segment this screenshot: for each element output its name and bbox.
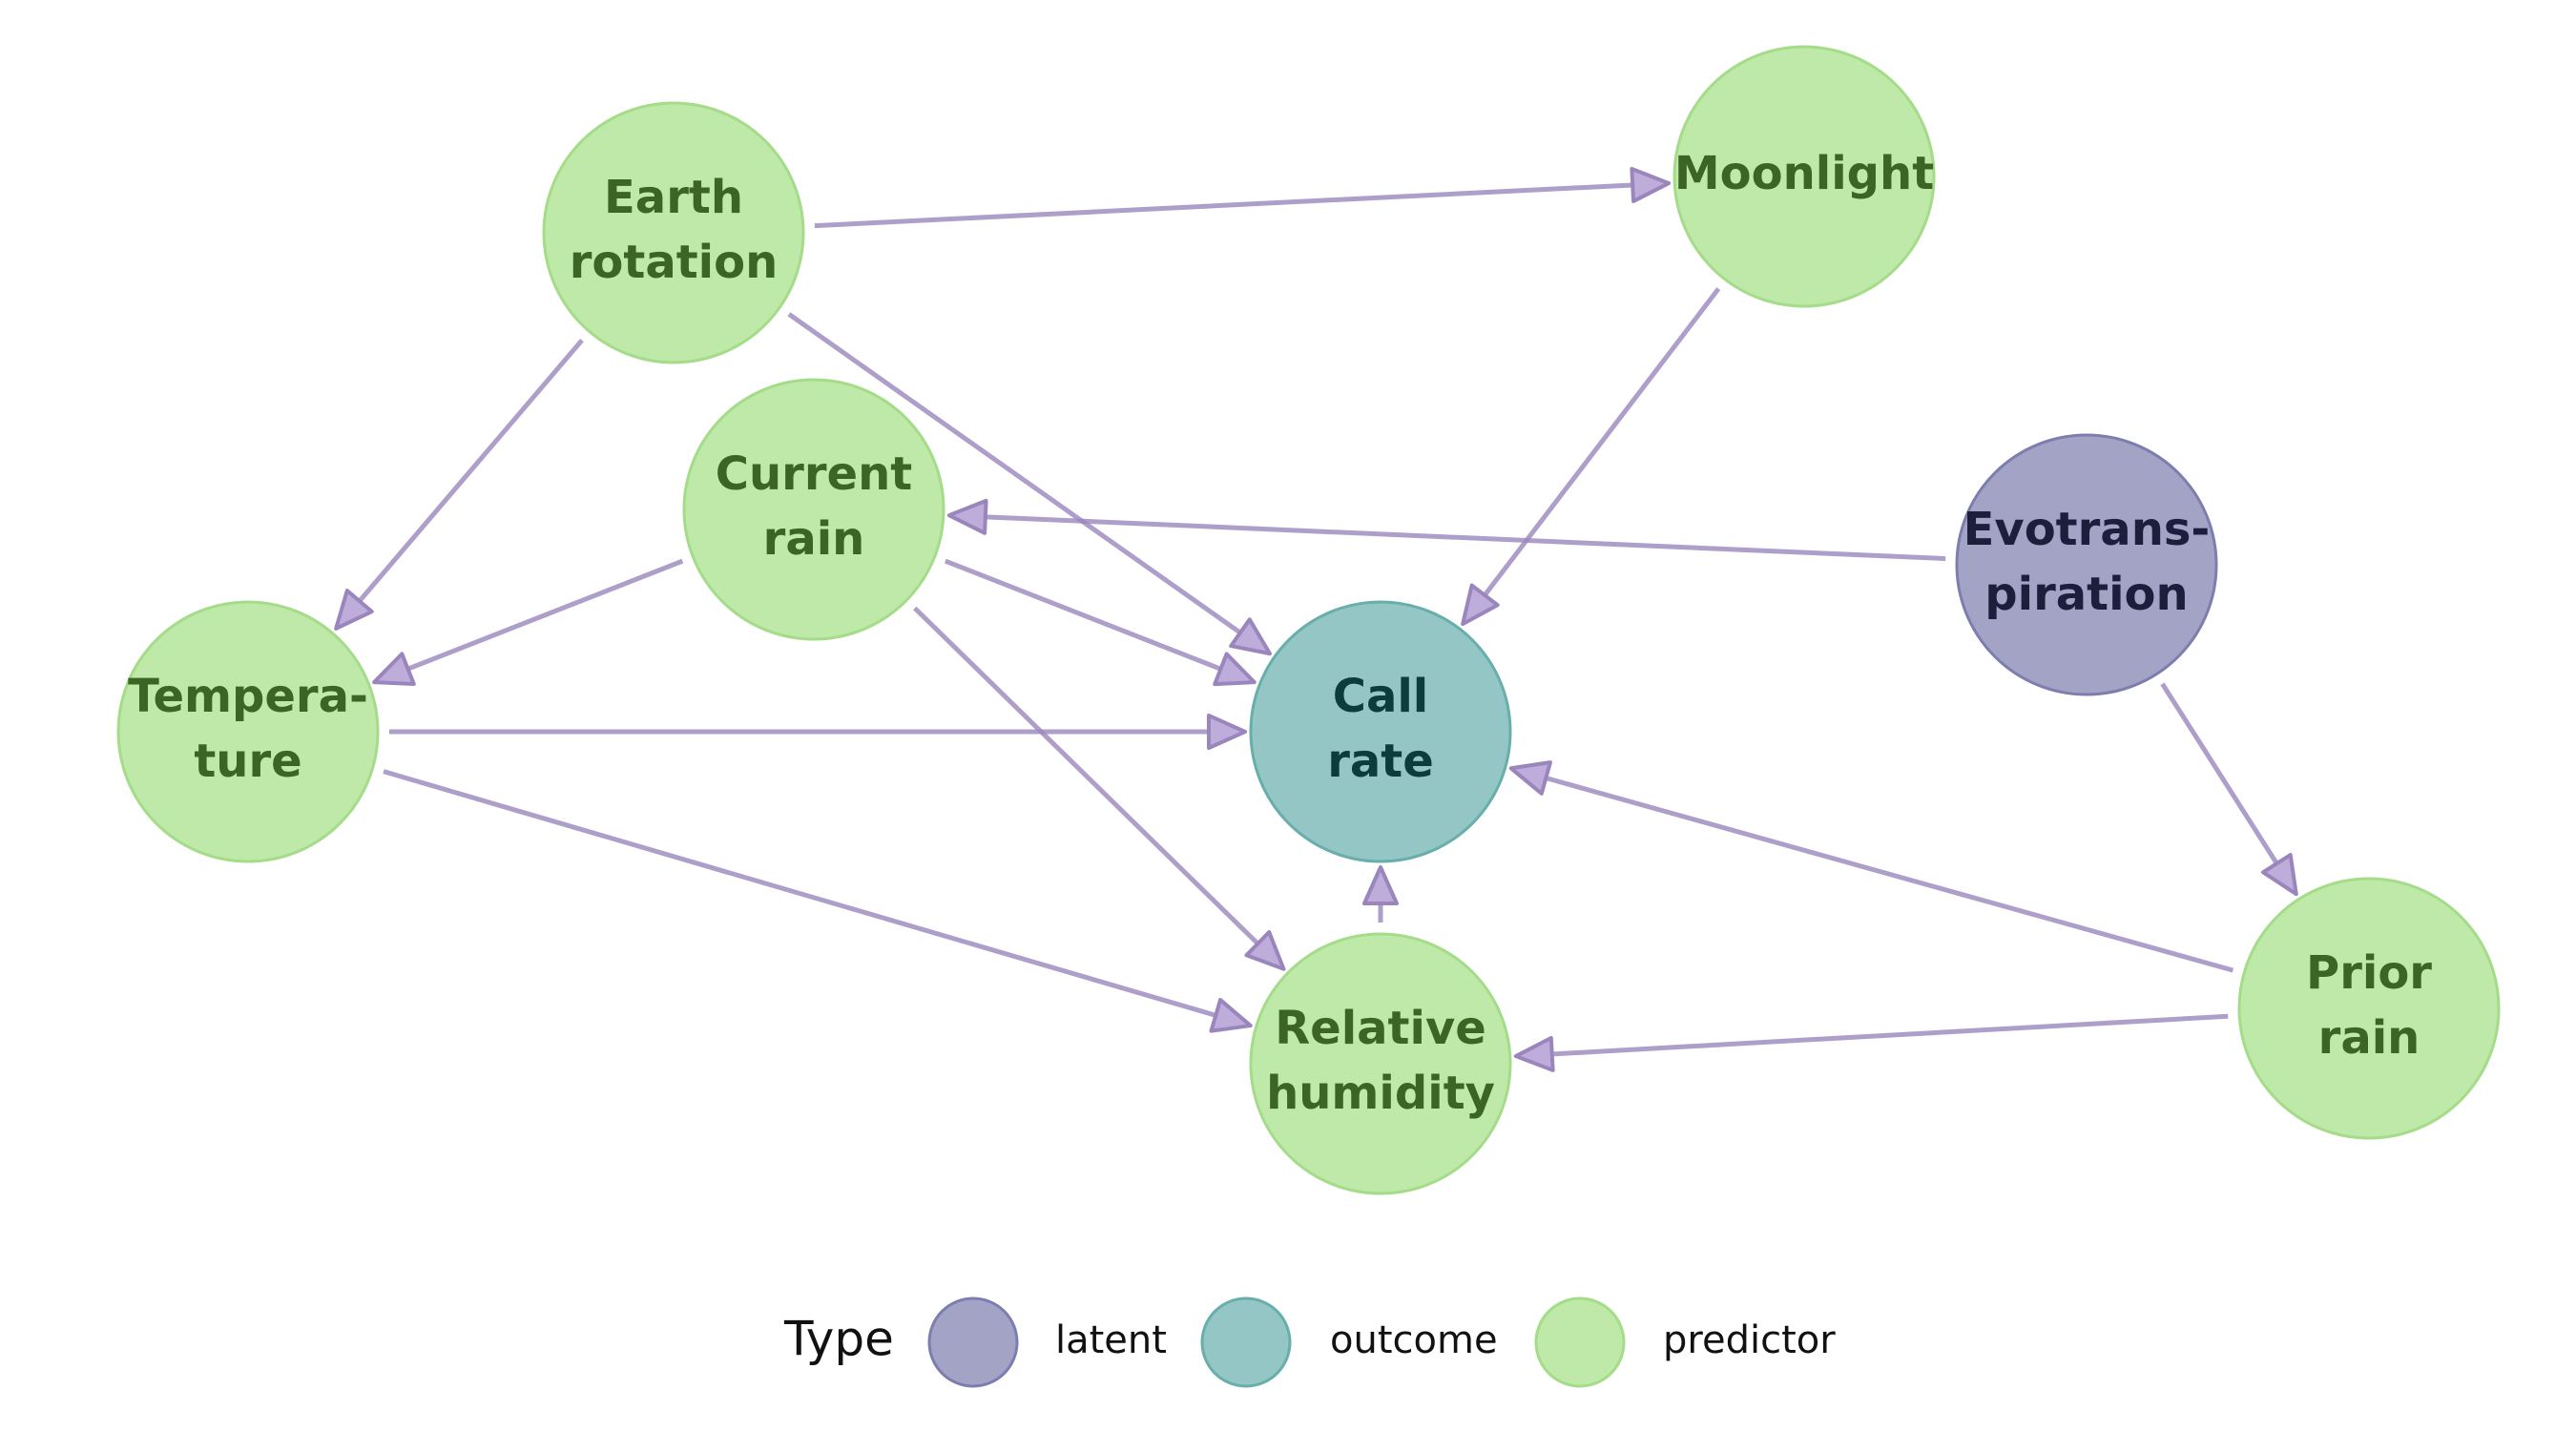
arrowhead-icon xyxy=(1209,998,1253,1033)
node-circle xyxy=(116,600,380,863)
node-circle xyxy=(2237,877,2501,1140)
node-circle xyxy=(1249,932,1512,1195)
edge-relative-humidity-to-call-rate xyxy=(1362,865,1399,923)
node-evotranspiration: Evotrans-piration xyxy=(1955,433,2218,696)
legend-swatch-icon xyxy=(927,1296,1019,1388)
edge-line xyxy=(1551,1013,2229,1057)
node-label: piration xyxy=(1984,568,2188,621)
edge-line xyxy=(985,514,1946,562)
edge-prior-rain-to-call-rate xyxy=(1508,760,2234,973)
legend-label: outcome xyxy=(1330,1318,1498,1362)
edge-current-rain-to-call-rate xyxy=(944,558,1257,687)
node-earth-rotation: Earth rotation xyxy=(542,101,805,364)
legend: Type latent outcome predictor xyxy=(783,1296,1836,1388)
edge-line xyxy=(944,558,1222,672)
edge-current-rain-to-relative-humidity xyxy=(913,606,1286,971)
legend-swatch-icon xyxy=(1534,1296,1626,1388)
arrowhead-icon xyxy=(2261,853,2298,897)
node-circle xyxy=(1672,45,1936,308)
legend-label: predictor xyxy=(1663,1318,1836,1362)
node-label: Current xyxy=(716,447,912,501)
edge-earth-rotation-to-call-rate xyxy=(787,312,1272,656)
node-label: ture xyxy=(194,735,301,788)
arrowhead-icon xyxy=(1362,865,1399,905)
arrowhead-icon xyxy=(1244,929,1286,971)
arrowhead-icon xyxy=(1213,652,1257,687)
node-call-rate: Call rate xyxy=(1249,600,1512,863)
node-label: Evotrans- xyxy=(1963,503,2211,556)
node-label: Call xyxy=(1333,670,1429,723)
edge-evotranspiration-to-current-rain xyxy=(946,498,1946,562)
node-moonlight: Moonlight xyxy=(1672,45,1936,308)
legend-title: Type xyxy=(783,1312,894,1367)
edge-current-rain-to-temperature xyxy=(372,558,684,686)
node-temperature: Tempera-ture xyxy=(116,600,380,863)
legend-item-latent: latent xyxy=(927,1296,1167,1388)
edge-line xyxy=(1545,776,2234,973)
edge-evotranspiration-to-prior-rain xyxy=(2160,682,2298,897)
edge-line xyxy=(2160,682,2279,865)
node-circle xyxy=(1955,433,2218,696)
edge-moonlight-to-call-rate xyxy=(1461,287,1721,627)
node-label: Earth xyxy=(604,171,743,224)
node-label: Prior xyxy=(2306,946,2432,1000)
arrowhead-icon xyxy=(1229,617,1272,656)
node-relative-humidity: Relative humidity xyxy=(1249,932,1512,1195)
arrowhead-icon xyxy=(1630,166,1672,203)
legend-swatch-icon xyxy=(1200,1296,1292,1388)
edge-line xyxy=(913,606,1260,945)
arrowhead-icon xyxy=(1513,1035,1555,1072)
node-label: rain xyxy=(763,512,865,566)
node-circle xyxy=(1249,600,1512,863)
node-prior-rain: Prior rain xyxy=(2237,877,2501,1140)
edge-temperature-to-call-rate xyxy=(389,714,1247,750)
node-circle xyxy=(682,378,945,641)
legend-item-outcome: outcome xyxy=(1200,1296,1498,1388)
edge-line xyxy=(787,312,1242,635)
edge-line xyxy=(814,182,1633,229)
arrowhead-icon xyxy=(334,589,374,631)
arrowhead-icon xyxy=(1508,760,1552,796)
edge-earth-rotation-to-moonlight xyxy=(814,166,1672,229)
legend-item-predictor: predictor xyxy=(1534,1296,1836,1388)
edge-temperature-to-relative-humidity xyxy=(383,769,1253,1033)
edge-prior-rain-to-relative-humidity xyxy=(1513,1013,2229,1072)
node-label: Relative xyxy=(1275,1002,1486,1055)
arrowhead-icon xyxy=(946,498,988,535)
node-label: Moonlight xyxy=(1674,147,1934,200)
arrowhead-icon xyxy=(1461,583,1500,627)
legend-label: latent xyxy=(1055,1318,1167,1362)
edge-earth-rotation-to-temperature xyxy=(334,338,584,631)
node-label: humidity xyxy=(1266,1067,1495,1120)
node-label: rate xyxy=(1327,735,1434,788)
edge-line xyxy=(406,558,684,672)
arrowhead-icon xyxy=(372,652,416,686)
arrowhead-icon xyxy=(1207,714,1247,750)
edge-line xyxy=(357,338,584,603)
edge-line xyxy=(383,769,1216,1018)
edges xyxy=(334,166,2298,1072)
node-current-rain: Current rain xyxy=(682,378,945,641)
node-label: Tempera- xyxy=(128,670,368,723)
node-label: rain xyxy=(2318,1011,2420,1065)
node-label: rotation xyxy=(570,236,779,289)
node-circle xyxy=(542,101,805,364)
edge-line xyxy=(1483,287,1721,597)
